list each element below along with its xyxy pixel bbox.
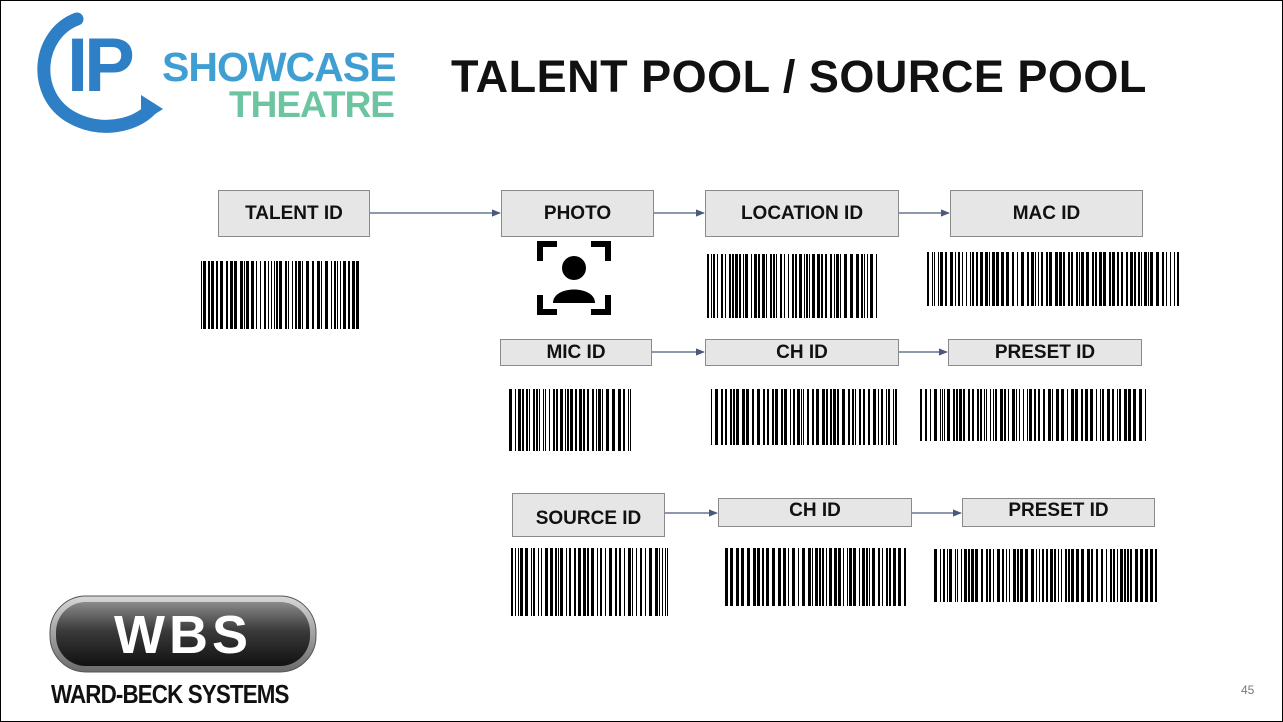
barcode-icon [707, 254, 877, 318]
wbs-logo: WBS [49, 595, 317, 673]
logo-ip-text: IP [67, 23, 133, 108]
page-number: 45 [1241, 683, 1255, 697]
barcode-icon [711, 389, 897, 445]
page-title: TALENT POOL / SOURCE POOL [451, 51, 1147, 102]
source-id-box: SOURCE ID [512, 493, 665, 537]
barcode-icon [920, 389, 1146, 441]
company-name: WARD-BECK SYSTEMS [51, 679, 289, 709]
barcode-icon [201, 261, 359, 329]
preset-id-box-2: PRESET ID [962, 498, 1155, 527]
ch-id-box-2: CH ID [718, 498, 912, 527]
ch-id-box: CH ID [705, 339, 899, 366]
wbs-logo-text: WBS [114, 605, 252, 665]
photo-box: PHOTO [501, 190, 654, 237]
logo-showcase-text: SHOWCASE [162, 44, 395, 90]
barcode-icon [725, 548, 906, 606]
barcode-icon [934, 549, 1157, 602]
ip-showcase-logo: IP SHOWCASE THEATRE [37, 12, 396, 133]
preset-id-box: PRESET ID [948, 339, 1142, 366]
talent-id-box: TALENT ID [218, 190, 370, 237]
barcode-icon [511, 548, 668, 616]
barcode-icon [927, 252, 1179, 306]
mac-id-box: MAC ID [950, 190, 1143, 237]
person-portrait-icon [537, 241, 611, 315]
barcode-icon [509, 389, 631, 451]
location-id-box: LOCATION ID [705, 190, 899, 237]
logo-theatre-text: THEATRE [229, 84, 394, 125]
mic-id-box: MIC ID [500, 339, 652, 366]
